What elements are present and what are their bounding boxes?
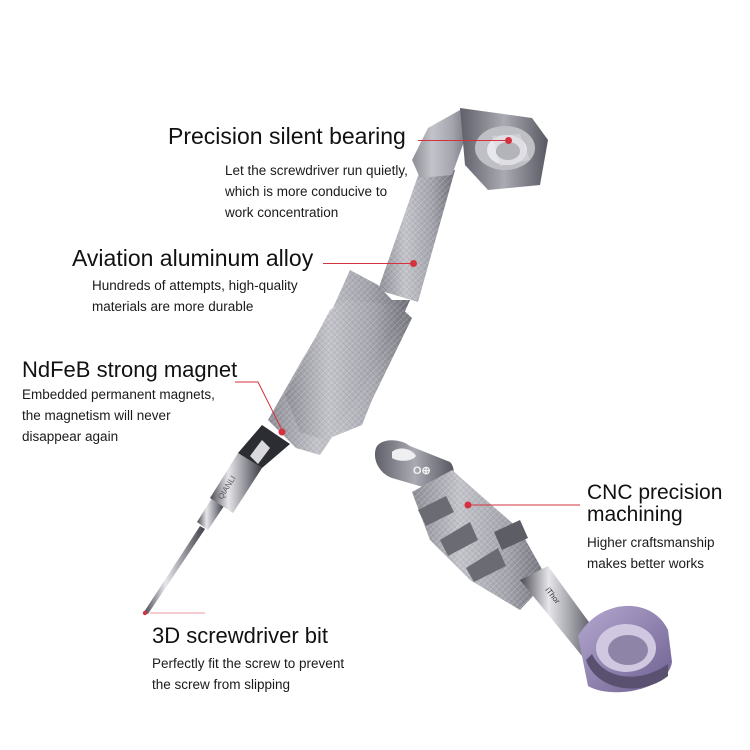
- cnc-screwdriver: O⊕ iThor: [374, 440, 672, 693]
- feature-title-cont: machining: [587, 503, 683, 527]
- callout-dot-alloy: [410, 260, 417, 267]
- feature-desc-line: Perfectly fit the screw to prevent: [152, 656, 345, 672]
- feature-title: 3D screwdriver bit: [152, 623, 329, 648]
- callout-line-alloy: [323, 263, 413, 264]
- bit-mark-icon: O⊕: [413, 465, 431, 477]
- feature-desc-line: Let the screwdriver run quietly,: [225, 163, 408, 179]
- feature-desc-line: which is more conducive to: [225, 184, 388, 200]
- feature-desc-line: Embedded permanent magnets,: [22, 387, 215, 403]
- feature-desc-line: Hundreds of attempts, high-quality: [92, 278, 298, 294]
- feature-desc-line: disappear again: [22, 429, 119, 445]
- screwdriver-chuck: QIANLI: [210, 425, 290, 513]
- feature-desc-line: Higher craftsmanship: [587, 535, 715, 551]
- feature-desc-line: the screw from slipping: [152, 677, 291, 693]
- screwdriver-handle: [268, 108, 548, 455]
- feature-bit: 3D screwdriver bit Perfectly fit the scr…: [152, 624, 344, 695]
- callout-dot-bearing: [505, 137, 512, 144]
- feature-magnet: NdFeB strong magnet Embedded permanent m…: [22, 358, 237, 447]
- feature-bearing: Precision silent bearing Let the screwdr…: [168, 124, 408, 223]
- feature-title: NdFeB strong magnet: [22, 357, 238, 382]
- feature-desc-line: materials are more durable: [92, 299, 254, 315]
- feature-title: CNC precision: [587, 481, 723, 504]
- feature-desc-line: makes better works: [587, 556, 705, 572]
- feature-desc-line: work concentration: [225, 205, 339, 221]
- feature-title: Precision silent bearing: [168, 123, 406, 149]
- callout-line-bearing: [418, 140, 508, 141]
- feature-title: Aviation aluminum alloy: [72, 245, 314, 271]
- feature-cnc: CNC precision machining Higher craftsman…: [587, 481, 723, 574]
- screwdriver-bit: [142, 498, 224, 616]
- feature-desc-line: the magnetism will never: [22, 408, 171, 424]
- feature-alloy: Aviation aluminum alloy Hundreds of atte…: [72, 246, 313, 317]
